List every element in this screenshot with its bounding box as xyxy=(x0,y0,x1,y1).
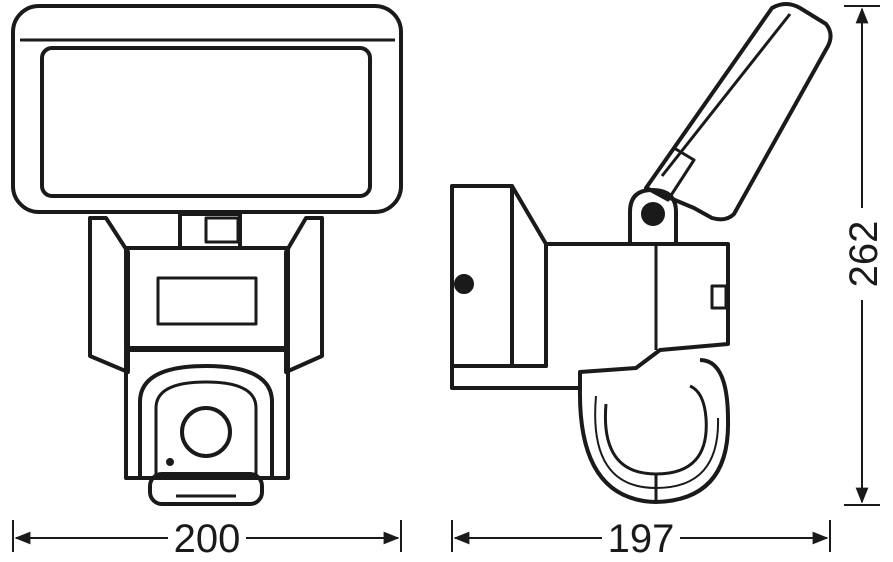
side-body-notch xyxy=(710,284,728,310)
front-neck-clip xyxy=(204,216,240,244)
front-camera-base xyxy=(148,472,264,506)
side-camera-ring-outer xyxy=(577,358,731,504)
width-dimension-label: 200 xyxy=(174,517,241,561)
depth-dimension-label: 197 xyxy=(608,517,675,561)
front-camera-shell xyxy=(138,364,274,478)
side-lamp-hinge xyxy=(644,146,696,202)
dimension-depth: 197 xyxy=(451,517,831,561)
front-bracket-right xyxy=(284,216,324,374)
side-wall-plate-top xyxy=(510,184,548,368)
front-camera-ring xyxy=(154,380,258,478)
side-main-body xyxy=(450,242,730,390)
front-sensor-window xyxy=(156,276,258,326)
front-camera-housing xyxy=(124,348,290,480)
front-lamp-housing xyxy=(11,4,403,214)
dimension-width: 200 xyxy=(12,517,402,561)
side-lamp-head xyxy=(644,2,833,222)
side-screw-icon xyxy=(454,274,474,294)
front-camera-dot xyxy=(166,458,174,466)
side-pivot-bolt-icon xyxy=(641,202,665,226)
front-view xyxy=(11,4,403,506)
dimension-height: 262 xyxy=(842,5,886,506)
side-lamp-face xyxy=(660,13,792,177)
front-bracket xyxy=(88,216,130,374)
front-camera-lens xyxy=(180,406,232,458)
height-dimension-label: 262 xyxy=(842,221,886,288)
front-lamp-lens xyxy=(40,46,372,198)
side-camera-ring-inner xyxy=(603,384,708,476)
front-sensor-body xyxy=(124,246,290,350)
side-view xyxy=(450,2,833,504)
